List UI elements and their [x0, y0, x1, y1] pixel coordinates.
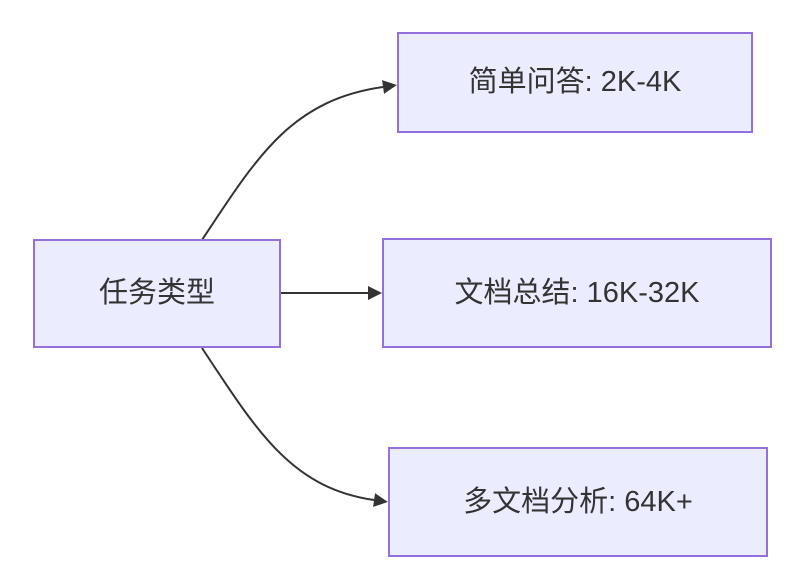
node-doc-summary-label: 文档总结: 16K-32K [454, 276, 700, 309]
node-multi-doc: 多文档分析: 64K+ [388, 447, 768, 557]
edge-task-type-to-multi-doc [201, 347, 388, 507]
node-simple-qa-label: 简单问答: 2K-4K [468, 66, 682, 99]
node-simple-qa: 简单问答: 2K-4K [397, 32, 753, 133]
node-task-type-label: 任务类型 [98, 277, 215, 310]
node-doc-summary: 文档总结: 16K-32K [382, 238, 772, 348]
node-multi-doc-label: 多文档分析: 64K+ [463, 485, 693, 518]
node-task-type: 任务类型 [33, 239, 281, 348]
edge-task-type-to-simple-qa [201, 80, 397, 241]
